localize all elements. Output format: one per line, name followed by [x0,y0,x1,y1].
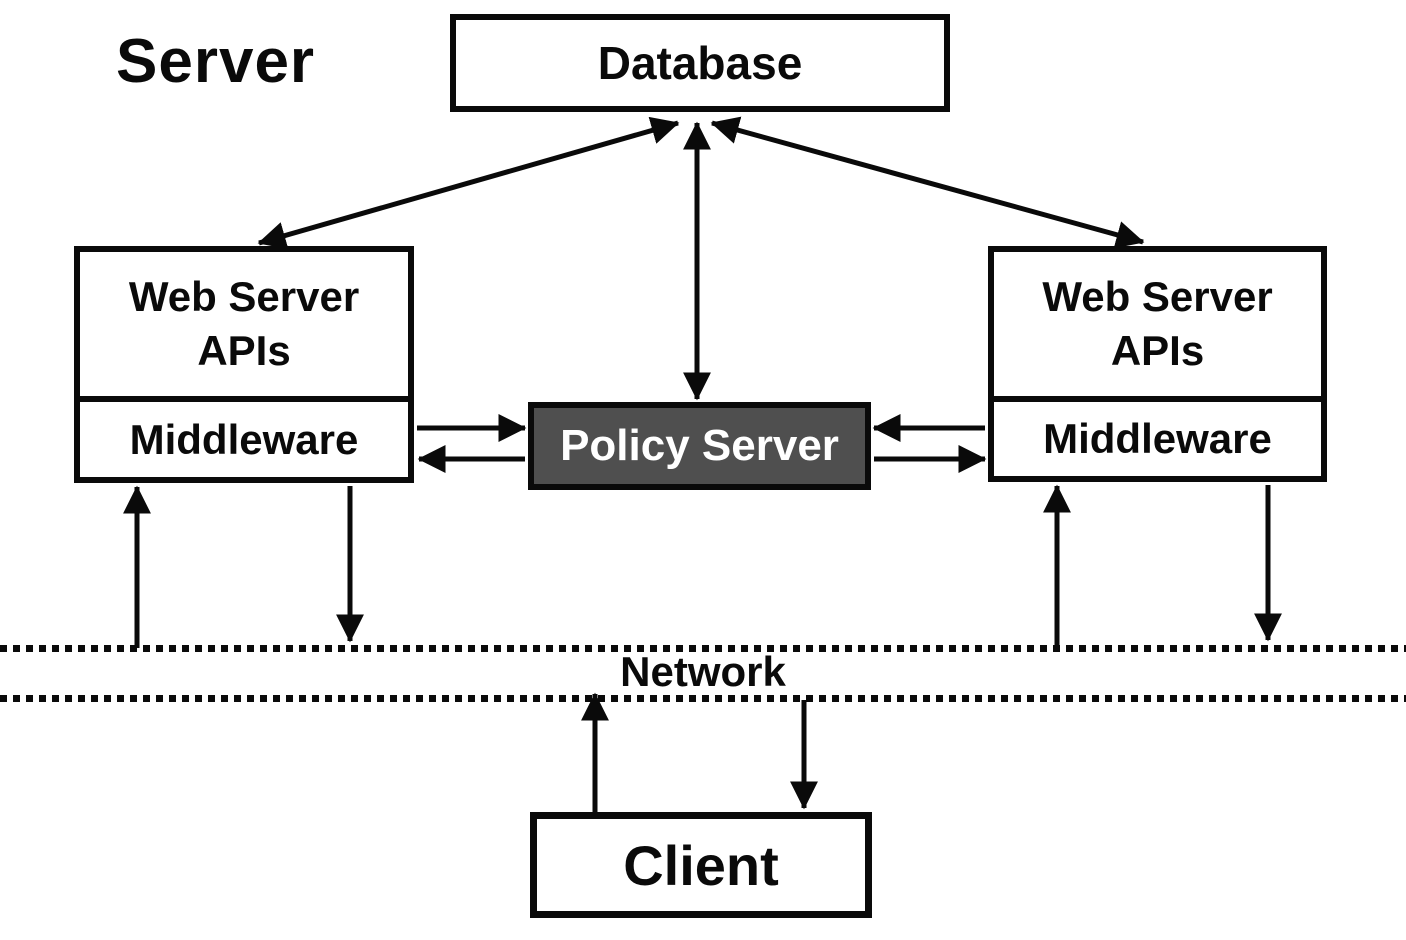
policy-server-label: Policy Server [560,421,839,470]
web-server-stack-right: Web Server APIs Middleware [988,246,1327,482]
middleware-right-section: Middleware [994,402,1321,476]
server-title: Server [116,27,316,96]
network-label: Network [620,648,786,695]
middleware-left-label: Middleware [129,415,359,463]
middleware-left-section: Middleware [80,402,408,477]
database-box: Database [450,14,950,112]
arrow-database-webleft-bidirectional [257,116,680,250]
web-server-stack-left: Web Server APIs Middleware [74,246,414,483]
middleware-right-label: Middleware [1043,415,1272,462]
database-label: Database [597,37,803,89]
client-box: Client [530,812,872,918]
arrow-database-webright-bidirectional [710,116,1145,249]
web-server-apis-left-section: Web Server APIs [80,252,408,402]
policy-server-box: Policy Server [528,402,871,490]
web-server-apis-right-label: Web Server APIs [1042,273,1273,374]
web-server-apis-right-section: Web Server APIs [994,252,1321,402]
network-boundary-line-bottom [0,695,1406,702]
client-label: Client [623,833,779,897]
web-server-apis-left-label: Web Server APIs [128,273,360,374]
network-boundary-line-top [0,645,1406,652]
